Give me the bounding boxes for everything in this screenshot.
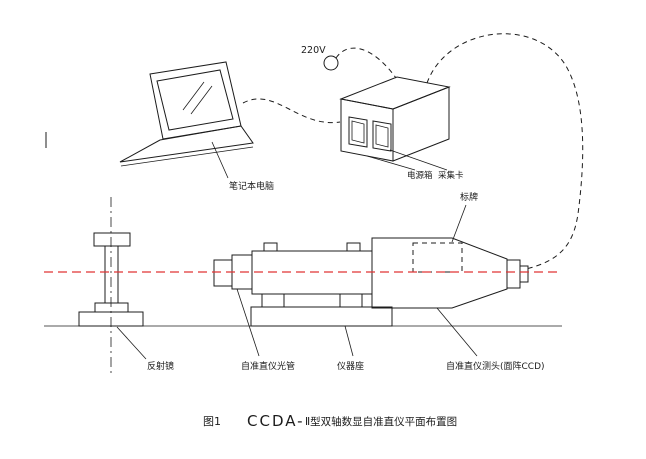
power-plug-circle (323, 55, 339, 71)
sensor-head (371, 237, 529, 309)
sensor-head-body (371, 237, 508, 309)
sensor-head-label: 自准直仪测头(面阵CCD) (446, 360, 545, 372)
collimator-tube (213, 242, 373, 308)
power-box-label: 电源箱 (407, 170, 433, 181)
laptop (119, 61, 254, 167)
sensor-head-endcap (506, 259, 521, 289)
sensor-head-connector-nub (519, 265, 529, 283)
reflector-mirror-bar (93, 232, 131, 247)
tube-knob-right (346, 242, 361, 252)
card-slot-left (348, 116, 368, 148)
cable-laptop-to-box (242, 98, 341, 124)
tube-stand-right (339, 293, 363, 308)
tube-stand-left (261, 293, 285, 308)
screen-reflection-line (182, 81, 205, 111)
screen-reflection-line (190, 85, 213, 115)
nameplate-rect (412, 242, 463, 273)
leader-line-nameplate (451, 204, 467, 243)
laptop-label: 笔记本电脑 (229, 180, 274, 192)
collimator-tube-label: 自准直仪光管 (241, 360, 295, 372)
reflector-label: 反射镜 (147, 360, 174, 372)
tube-nose-segment (213, 259, 233, 287)
voltage-label: 220V (301, 45, 326, 56)
card-slot-right-inner (375, 124, 389, 148)
leader-line-reflector (116, 326, 147, 360)
card-slot-right (372, 120, 392, 152)
reflector-base (78, 311, 144, 327)
cable-box-to-sensor-head (426, 33, 584, 270)
nameplate-label: 标牌 (460, 191, 478, 203)
leader-line-tube (236, 288, 260, 357)
leader-line-base (344, 325, 354, 357)
reflector (78, 232, 144, 327)
caption-title: Ⅱ型双轴数显自准直仪平面布置图 (305, 415, 457, 428)
laptop-keyboard (119, 125, 254, 163)
leader-line-power-box (366, 155, 416, 171)
instrument-base-label: 仪器座 (337, 360, 364, 372)
reflector-foot (94, 302, 129, 313)
reflector-stem (104, 245, 119, 304)
laptop-screen-outer (149, 61, 242, 140)
caption-figure-no: 图1 (203, 415, 221, 428)
leader-line-laptop (211, 141, 229, 179)
power-supply-box (339, 76, 451, 162)
cable-plug-to-box (335, 47, 397, 79)
leader-line-capture-card (389, 149, 448, 171)
laptop-base-edge (120, 146, 254, 167)
caption-model-prefix: CCDA- (247, 412, 305, 430)
leader-line-sensor-head (436, 307, 478, 357)
capture-card-label: 采集卡 (438, 170, 464, 181)
instrument-base (250, 306, 393, 327)
card-slot-left-inner (351, 120, 365, 144)
laptop-screen-inner (156, 69, 234, 131)
box-right-face (392, 86, 450, 162)
tube-knob-left (263, 242, 278, 252)
